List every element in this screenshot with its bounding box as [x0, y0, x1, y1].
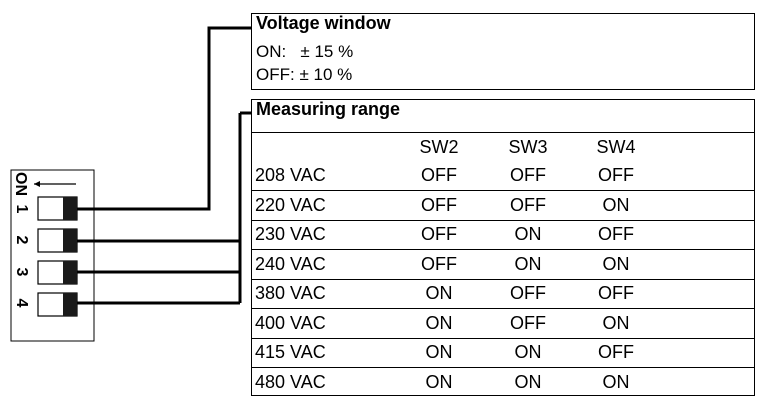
- dip-switch-number-4: 4: [13, 299, 30, 308]
- sw3-cell: ON: [514, 224, 542, 245]
- table-row: 230 VAC OFF ON OFF: [252, 220, 754, 250]
- table-row: 240 VAC OFF ON ON: [252, 250, 754, 279]
- voltage-window-on: ON: ± 15 %: [256, 42, 354, 61]
- sw4-cell: ON: [602, 194, 630, 215]
- measuring-range-title: Measuring range: [256, 99, 401, 119]
- sw3-cell: OFF: [510, 165, 546, 186]
- sw2-cell: ON: [425, 342, 453, 363]
- header-sw4: SW4: [596, 136, 636, 157]
- voltage-cell: 220 VAC: [255, 194, 326, 215]
- table-row: 208 VAC OFF OFF OFF: [252, 162, 754, 191]
- table-row: 380 VAC ON OFF OFF: [252, 279, 754, 309]
- table-row: 415 VAC ON ON OFF: [252, 338, 754, 368]
- sw4-cell: ON: [602, 371, 630, 392]
- sw3-cell: OFF: [510, 194, 546, 215]
- voltage-cell: 208 VAC: [255, 165, 326, 186]
- dip-switch-number-2: 2: [13, 236, 30, 245]
- voltage-window-box: Voltage window ON: ± 15 % OFF: ± 10 %: [251, 13, 755, 90]
- header-sw3: SW3: [508, 136, 548, 157]
- header-cell: [252, 133, 394, 162]
- dip-switch-3[interactable]: [37, 260, 78, 285]
- measuring-range-table: SW2 SW3 SW4 208 VAC OFF OFF OFF 220 VAC …: [252, 132, 754, 397]
- table-row: 220 VAC OFF OFF ON: [252, 191, 754, 220]
- wire-switch-1: [77, 26, 252, 211]
- sw2-cell: OFF: [421, 224, 457, 245]
- sw3-cell: OFF: [510, 312, 546, 333]
- dip-switch-1[interactable]: [37, 196, 78, 221]
- sw3-cell: OFF: [510, 283, 546, 304]
- dip-switch-4[interactable]: [37, 292, 78, 317]
- sw3-cell: ON: [514, 371, 542, 392]
- dip-switch-2[interactable]: [37, 228, 78, 253]
- voltage-window-off: OFF: ± 10 %: [256, 65, 353, 84]
- voltage-cell: 415 VAC: [255, 342, 326, 363]
- voltage-window-title: Voltage window: [256, 13, 391, 33]
- voltage-cell: 230 VAC: [255, 224, 326, 245]
- sw3-cell: ON: [514, 342, 542, 363]
- sw4-cell: OFF: [598, 283, 634, 304]
- dip-switch-number-3: 3: [13, 268, 30, 277]
- sw4-cell: OFF: [598, 224, 634, 245]
- sw2-cell: ON: [425, 312, 453, 333]
- sw4-cell: OFF: [598, 342, 634, 363]
- sw4-cell: OFF: [598, 165, 634, 186]
- sw4-cell: ON: [602, 253, 630, 274]
- sw2-cell: ON: [425, 283, 453, 304]
- sw2-cell: OFF: [421, 194, 457, 215]
- table-row: 400 VAC ON OFF ON: [252, 309, 754, 338]
- header-sw2: SW2: [419, 136, 459, 157]
- sw2-cell: OFF: [421, 253, 457, 274]
- voltage-cell: 240 VAC: [255, 253, 326, 274]
- voltage-cell: 380 VAC: [255, 283, 326, 304]
- on-arrow-head: [34, 181, 40, 187]
- table-row: 480 VAC ON ON ON: [252, 368, 754, 397]
- sw3-cell: ON: [514, 253, 542, 274]
- dip-switch-number-1: 1: [13, 205, 30, 214]
- voltage-cell: 400 VAC: [255, 312, 326, 333]
- sw2-cell: ON: [425, 371, 453, 392]
- sw4-cell: ON: [602, 312, 630, 333]
- dip-on-label: ON: [12, 172, 29, 196]
- sw2-cell: OFF: [421, 165, 457, 186]
- measuring-range-box: Measuring range SW2 SW3 SW4 208 VAC OFF …: [251, 99, 755, 396]
- table-header-row: SW2 SW3 SW4: [252, 132, 754, 162]
- voltage-cell: 480 VAC: [255, 371, 326, 392]
